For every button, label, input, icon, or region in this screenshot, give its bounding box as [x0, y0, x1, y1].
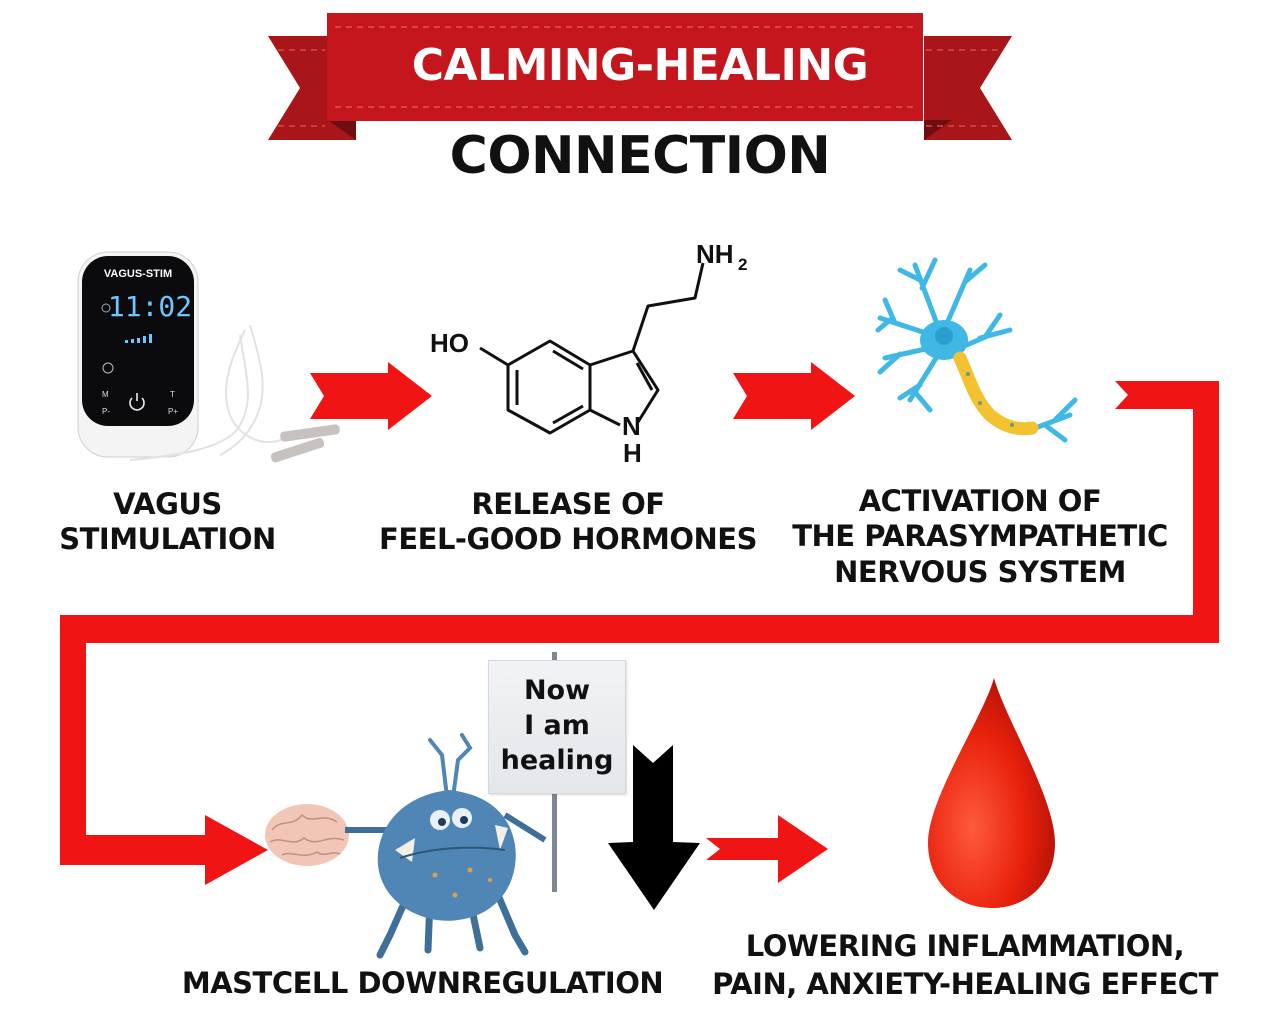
- device-pplus-label: P+: [168, 407, 178, 416]
- mastcell-monster-icon: [345, 733, 547, 959]
- device-brand-label: VAGUS-STIM: [104, 268, 172, 280]
- molecule-h-label: H: [623, 438, 642, 468]
- device-time-display: 11:02: [108, 290, 192, 323]
- molecule-nh-label: NH: [696, 239, 734, 269]
- step-label-parasympathetic: ACTIVATION OF THE PARASYMPATHETIC NERVOU…: [792, 484, 1168, 589]
- device-t-label: T: [170, 390, 175, 399]
- down-arrow-icon: [608, 745, 700, 910]
- healing-sign: Now I am healing: [488, 660, 626, 794]
- step-label-hormones: RELEASE OF FEEL-GOOD HORMONES: [379, 487, 757, 557]
- serotonin-molecule-icon: HO NH 2 N H: [430, 239, 747, 468]
- neuron-icon: [875, 257, 1078, 443]
- molecule-n-label: N: [622, 411, 641, 441]
- device-pminus-label: P-: [102, 407, 110, 416]
- device-m-label: M: [102, 390, 109, 399]
- brain-icon: [265, 804, 349, 866]
- ribbon-banner: [268, 13, 1012, 140]
- molecule-subscript-2: 2: [738, 255, 747, 274]
- blood-drop-icon: [928, 678, 1055, 908]
- flow-arrow-3: [706, 815, 828, 883]
- step-label-mastcell: MASTCELL DOWNREGULATION: [181, 966, 664, 1000]
- flow-arrow-1: [310, 362, 432, 430]
- molecule-ho-label: HO: [430, 328, 469, 358]
- stimulator-device-icon: VAGUS-STIM 11:02 M T P- P+: [77, 251, 340, 463]
- step-label-vagus: VAGUS STIMULATION: [59, 487, 276, 557]
- banner-title: CALMING-HEALING: [411, 40, 869, 91]
- step-label-effect: LOWERING INFLAMMATION, PAIN, ANXIETY-HEA…: [712, 929, 1218, 1001]
- flow-arrow-2: [733, 362, 855, 430]
- diagram-subtitle: CONNECTION: [449, 126, 831, 186]
